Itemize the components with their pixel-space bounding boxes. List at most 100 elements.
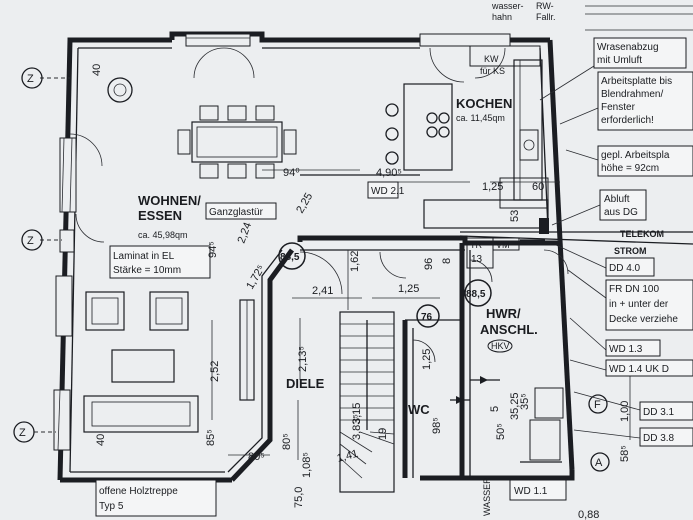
note-arbeitsplatte-2: Blendrahmen/ bbox=[601, 89, 663, 100]
label-wasser-bottom: WASSER bbox=[482, 477, 492, 516]
dim-1-08: 1,08⁵ bbox=[301, 452, 313, 478]
dim-0-88: 0,88 bbox=[578, 509, 599, 520]
note-abluft-1: Abluft bbox=[604, 194, 630, 205]
dim-35-5: 35⁵ bbox=[519, 393, 531, 410]
grid-z-3: Z bbox=[19, 427, 26, 439]
note-treppe-2: Typ 5 bbox=[99, 501, 124, 512]
dim-1-25c: 1,25 bbox=[421, 349, 433, 370]
dim-3-15: 3,15 bbox=[351, 403, 363, 424]
label-rw-2: Fallr. bbox=[536, 12, 556, 22]
dim-88-5a: 88,5 bbox=[280, 252, 300, 263]
pipe-markers bbox=[450, 218, 549, 404]
label-kw-ks: für KS bbox=[480, 66, 505, 76]
grid-f: F bbox=[594, 399, 601, 411]
dim-19: 19 bbox=[377, 428, 389, 440]
kitchen-fixtures bbox=[385, 103, 539, 165]
note-wrasen-1: Wrasenabzug bbox=[597, 42, 659, 53]
dim-40b: 40 bbox=[95, 434, 107, 446]
label-strom: STROM bbox=[614, 246, 647, 256]
note-laminat-2: Stärke = 10mm bbox=[113, 265, 181, 276]
note-wd13: WD 1.3 bbox=[609, 344, 643, 355]
dim-5: 5 bbox=[489, 406, 501, 412]
note-fr-2: in + unter der bbox=[609, 299, 669, 310]
dim-80-5a: 80⁵ bbox=[281, 433, 293, 450]
dim-4-90: 4,90⁵ bbox=[376, 167, 402, 179]
room-kochen-area: ca. 11,45qm bbox=[456, 113, 505, 123]
room-wohnen-1: WOHNEN/ bbox=[138, 193, 201, 208]
note-laminat-1: Laminat in EL bbox=[113, 251, 175, 262]
grid-markers: Z Z Z F A bbox=[13, 67, 610, 472]
note-dd38: DD 3.8 bbox=[643, 433, 675, 444]
note-ganzglastuer: Ganzglastür bbox=[209, 207, 264, 218]
interior-walls bbox=[227, 45, 564, 482]
note-dd31: DD 3.1 bbox=[643, 407, 675, 418]
header-lines bbox=[585, 5, 693, 31]
interior-doors bbox=[299, 249, 569, 363]
room-diele: DIELE bbox=[286, 376, 325, 391]
label-vm: VM bbox=[496, 240, 510, 250]
room-wohnen-area: ca. 45,98qm bbox=[138, 230, 188, 240]
label-13: 13 bbox=[471, 254, 483, 265]
room-kochen: KOCHEN bbox=[456, 96, 512, 111]
room-wc: WC bbox=[408, 402, 430, 417]
note-arbeitsplatte-3: Fenster bbox=[601, 102, 636, 113]
dim-1-25a: 1,25 bbox=[482, 181, 503, 193]
dim-76: 76 bbox=[421, 312, 433, 323]
room-hwr-2: ANSCHL. bbox=[480, 322, 538, 337]
dim-1-62: 1,62 bbox=[349, 251, 361, 272]
dim-94-0: 94⁰ bbox=[283, 167, 300, 179]
dim-80-5b: 80⁵ bbox=[248, 451, 265, 463]
grid-a: A bbox=[595, 457, 603, 469]
grid-z-2: Z bbox=[27, 235, 34, 247]
label-hkv: HKV bbox=[491, 341, 510, 351]
leader-lines bbox=[459, 65, 693, 439]
dim-2-13: 2,13⁵ bbox=[297, 346, 309, 372]
dim-8: 8 bbox=[441, 258, 453, 264]
dim-96: 96 bbox=[423, 258, 435, 270]
note-fr-1: FR DN 100 bbox=[609, 284, 659, 295]
dim-75-0: 75,0 bbox=[293, 487, 305, 508]
room-hwr-1: HWR/ bbox=[486, 306, 521, 321]
note-dd40: DD 4.0 bbox=[609, 263, 641, 274]
dim-circle-3 bbox=[416, 304, 440, 328]
dim-58-5: 58⁵ bbox=[619, 445, 631, 462]
note-arbeitsplatte-4: erforderlich! bbox=[601, 115, 654, 126]
plant bbox=[107, 77, 133, 103]
dim-40a: 40 bbox=[91, 64, 103, 76]
dim-94-5: 94⁵ bbox=[207, 241, 219, 258]
dim-circle-1 bbox=[278, 242, 306, 270]
note-gepl-1: gepl. Arbeitspla bbox=[601, 150, 670, 161]
hkv-marker bbox=[487, 339, 513, 353]
dining-table bbox=[177, 105, 297, 179]
note-wd11: WD 1.1 bbox=[514, 486, 548, 497]
dim-2-41: 2,41 bbox=[312, 285, 333, 297]
dim-2-52: 2,52 bbox=[209, 361, 221, 382]
note-gepl-2: höhe = 92cm bbox=[601, 163, 659, 174]
note-treppe-1: offene Holztreppe bbox=[99, 486, 178, 497]
dim-3-83: 3,83⁵ bbox=[351, 414, 363, 440]
label-hahn: hahn bbox=[492, 12, 512, 22]
dim-1-00: 1,00 bbox=[619, 401, 631, 422]
dim-60: 60 bbox=[532, 181, 544, 193]
note-fr-3: Decke verziehe bbox=[609, 314, 678, 325]
note-arbeitsplatte-1: Arbeitsplatte bis bbox=[601, 76, 672, 87]
dim-53: 53 bbox=[509, 210, 521, 222]
grid-z-1: Z bbox=[27, 73, 34, 85]
left-windows bbox=[53, 137, 77, 451]
dim-1-25b: 1,25 bbox=[398, 283, 419, 295]
room-wohnen-2: ESSEN bbox=[138, 208, 182, 223]
dim-98-5: 98⁵ bbox=[431, 417, 443, 434]
label-tr: TR bbox=[470, 240, 482, 250]
top-openings bbox=[69, 33, 511, 243]
label-telekom: TELEKOM bbox=[620, 229, 664, 239]
dim-85-5: 85⁵ bbox=[205, 429, 217, 446]
stairs bbox=[339, 311, 395, 493]
living-furniture bbox=[83, 291, 255, 433]
dim-35-25: 35,25 bbox=[509, 392, 521, 420]
note-wrasen-2: mit Umluft bbox=[597, 55, 642, 66]
dim-1-41: 1,41 bbox=[336, 448, 360, 465]
dim-88-5b: 88,5 bbox=[466, 289, 486, 300]
dim-circle-2 bbox=[464, 279, 492, 307]
note-abluft-2: aus DG bbox=[604, 207, 638, 218]
